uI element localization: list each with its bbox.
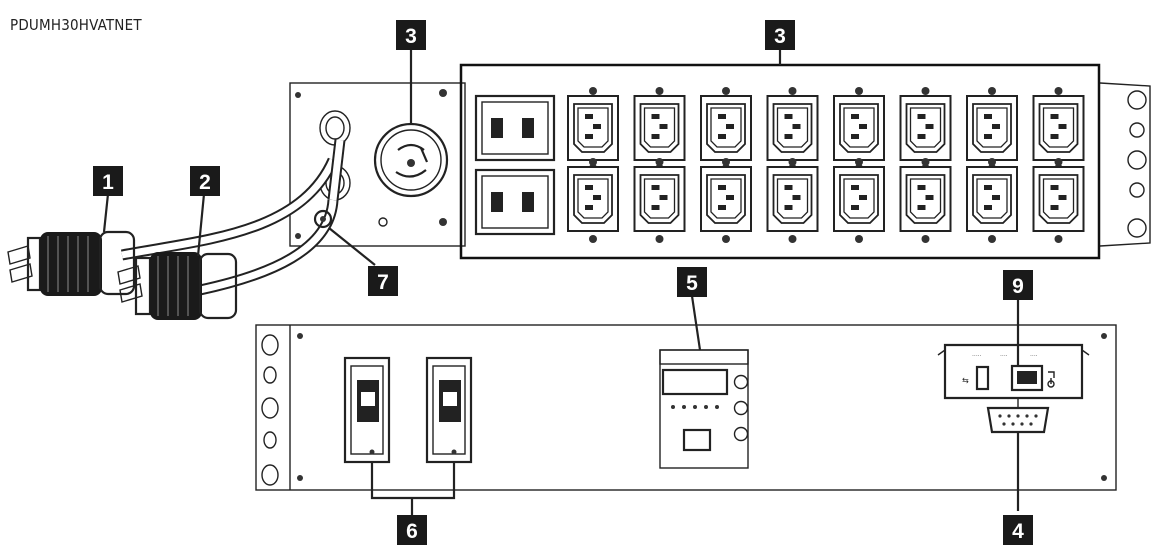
card-port-label-mid: ···· (1000, 353, 1008, 360)
svg-text:⇆: ⇆ (962, 376, 969, 385)
svg-text:3: 3 (774, 25, 786, 48)
svg-text:9: 9 (1012, 275, 1024, 298)
c13-outlet (567, 158, 619, 243)
c13-outlet (833, 158, 885, 243)
c13-outlet (899, 158, 952, 243)
twist-lock-outlet (373, 122, 449, 198)
c13-outlet (966, 87, 1018, 172)
callout-3-twistlock: 3 (396, 20, 426, 50)
c13-outlet (567, 87, 619, 172)
power-cords (120, 139, 346, 296)
callout-9: 9 (1003, 270, 1033, 300)
c13-outlet (1032, 87, 1085, 172)
callout-6: 6 (397, 515, 427, 545)
svg-text:1: 1 (102, 171, 114, 194)
digital-display-module (659, 349, 749, 469)
c13-outlet (700, 158, 752, 243)
svg-text:4: 4 (1012, 520, 1024, 543)
c13-outlet (633, 87, 686, 172)
c13-outlet (833, 87, 885, 172)
c13-outlet (966, 158, 1018, 243)
c13-outlet (899, 87, 952, 172)
svg-text:2: 2 (199, 171, 211, 194)
svg-text:3: 3 (405, 25, 417, 48)
leader-lines (102, 48, 1020, 515)
card-port-label-rj45: ···· (1030, 353, 1038, 360)
callout-5: 5 (677, 267, 707, 297)
c13-outlets (567, 87, 1085, 243)
card-port-label-usb: ····· (972, 353, 982, 360)
c13-outlet (1032, 158, 1085, 243)
callout-2: 2 (190, 166, 220, 196)
callout-1: 1 (93, 166, 123, 196)
c19-outlets (474, 94, 556, 236)
circuit-breakers (343, 356, 473, 464)
front-panel (255, 324, 1117, 491)
input-plug-1 (7, 230, 136, 296)
model-label: PDUMH30HVATNET (10, 16, 142, 34)
network-card: ⇆ ····· ···· ···· (937, 343, 1090, 434)
svg-text:7: 7 (377, 271, 389, 294)
svg-text:6: 6 (406, 520, 418, 543)
callout-7: 7 (368, 266, 398, 296)
callout-4: 4 (1003, 515, 1033, 545)
input-plug-2 (117, 252, 238, 320)
c13-outlet (700, 87, 752, 172)
ground-screw (313, 209, 333, 229)
c13-outlet (766, 158, 819, 243)
c13-outlet (633, 158, 686, 243)
svg-text:5: 5 (686, 272, 698, 295)
callout-3-outlets: 3 (765, 20, 795, 50)
rear-panel (289, 82, 1151, 247)
